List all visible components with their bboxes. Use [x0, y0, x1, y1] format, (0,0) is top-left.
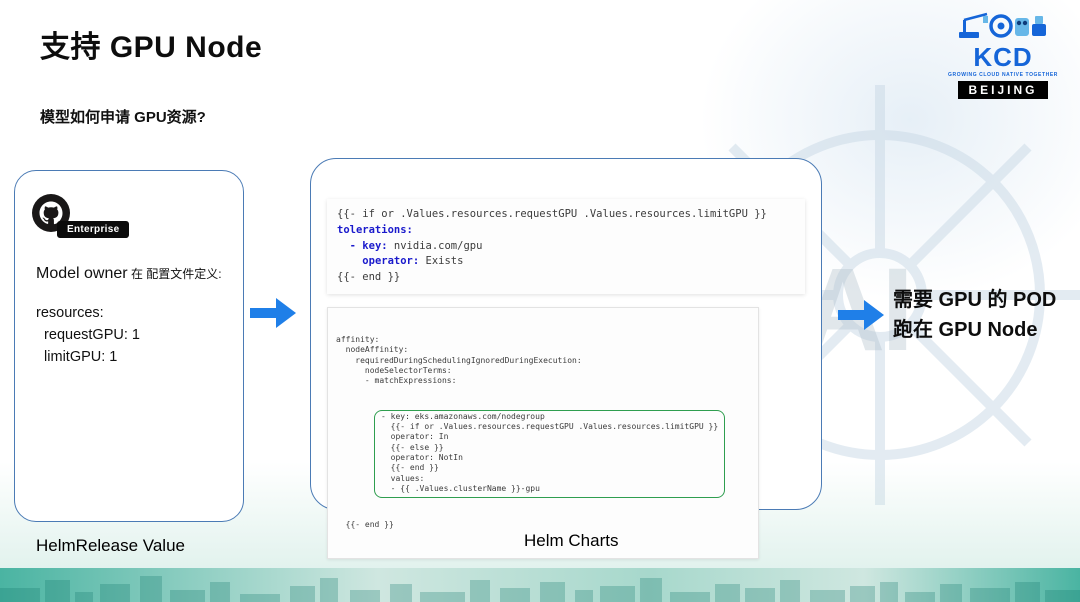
kcd-tagline: GROWING CLOUD NATIVE TOGETHER	[948, 72, 1058, 78]
code-line: requestGPU: 1	[36, 326, 140, 343]
code-line: nodeSelectorTerms:	[336, 365, 452, 375]
code-line: resources:	[36, 305, 104, 321]
code-line: {{- if or .Values.resources.requestGPU .…	[381, 421, 719, 431]
code-line: nodeAffinity:	[336, 345, 409, 355]
code-line: - key: nvidia.com/gpu	[349, 239, 483, 252]
code-line: - key: eks.amazonaws.com/nodegroup	[381, 411, 545, 421]
slide-subtitle: 模型如何申请 GPU资源?	[40, 109, 206, 126]
code-line: tolerations:	[337, 223, 413, 236]
affinity-code-after: {{- end }}	[336, 520, 750, 530]
flow-arrow-right-icon-1	[250, 297, 296, 334]
code-line: {{- else }}	[381, 442, 444, 452]
code-line: {{- if or .Values.resources.requestGPU .…	[337, 208, 767, 220]
code-line: {{- end }}	[381, 463, 439, 473]
code-line: - matchExpressions:	[336, 376, 457, 386]
kcd-location-badge: BEIJING	[958, 81, 1048, 99]
code-line: values:	[381, 473, 425, 483]
gpu-nodegroup-highlight-box: - key: eks.amazonaws.com/nodegroup {{- i…	[374, 409, 726, 498]
model-owner-text: Model owner 在 配置文件定义:	[36, 265, 222, 283]
kcd-logo-graphic-icon	[944, 8, 1062, 44]
flow-arrow-right-icon-2	[838, 299, 884, 336]
helm-charts-panel: {{- if or .Values.resources.requestGPU .…	[310, 158, 822, 559]
model-owner-text-en: Model owner	[36, 265, 128, 282]
helm-charts-caption: Helm Charts	[524, 531, 619, 550]
code-line: requiredDuringSchedulingIgnoredDuringExe…	[336, 355, 582, 365]
code-line: {{- end }}	[336, 520, 394, 530]
code-line: operator: Exists	[362, 255, 464, 268]
code-line: {{- end }}	[337, 271, 401, 283]
affinity-code-before: affinity: nodeAffinity: requiredDuringSc…	[336, 335, 750, 387]
github-enterprise-badge: Enterprise	[57, 221, 130, 238]
gpu-pod-result-line2: 跑在 GPU Node	[893, 319, 1038, 341]
code-line: limitGPU: 1	[36, 348, 118, 365]
model-owner-text-zh: 在 配置文件定义:	[127, 267, 222, 281]
helm-tolerations-code: {{- if or .Values.resources.requestGPU .…	[327, 199, 805, 294]
kcd-logo: KCD GROWING CLOUD NATIVE TOGETHER BEIJIN…	[944, 8, 1062, 99]
slide-title: 支持 GPU Node	[40, 31, 263, 64]
helmrelease-caption: HelmRelease Value	[36, 536, 185, 555]
bottom-skyline-strip	[0, 568, 1080, 602]
helmrelease-code: resources: requestGPU: 1 limitGPU: 1	[36, 303, 140, 368]
gpu-pod-result-line1: 需要 GPU 的 POD	[893, 289, 1057, 311]
code-line: operator: In	[381, 432, 449, 442]
code-line: affinity:	[336, 334, 380, 344]
kcd-brand-text: KCD	[973, 42, 1033, 72]
helmrelease-panel: Enterprise Model owner 在 配置文件定义: resourc…	[14, 170, 244, 522]
code-line: - {{ .Values.clusterName }}-gpu	[381, 484, 540, 494]
gpu-pod-result-note: 需要 GPU 的 POD 跑在 GPU Node	[893, 285, 1056, 345]
helm-affinity-code: affinity: nodeAffinity: requiredDuringSc…	[327, 307, 759, 559]
code-line: operator: NotIn	[381, 453, 463, 463]
